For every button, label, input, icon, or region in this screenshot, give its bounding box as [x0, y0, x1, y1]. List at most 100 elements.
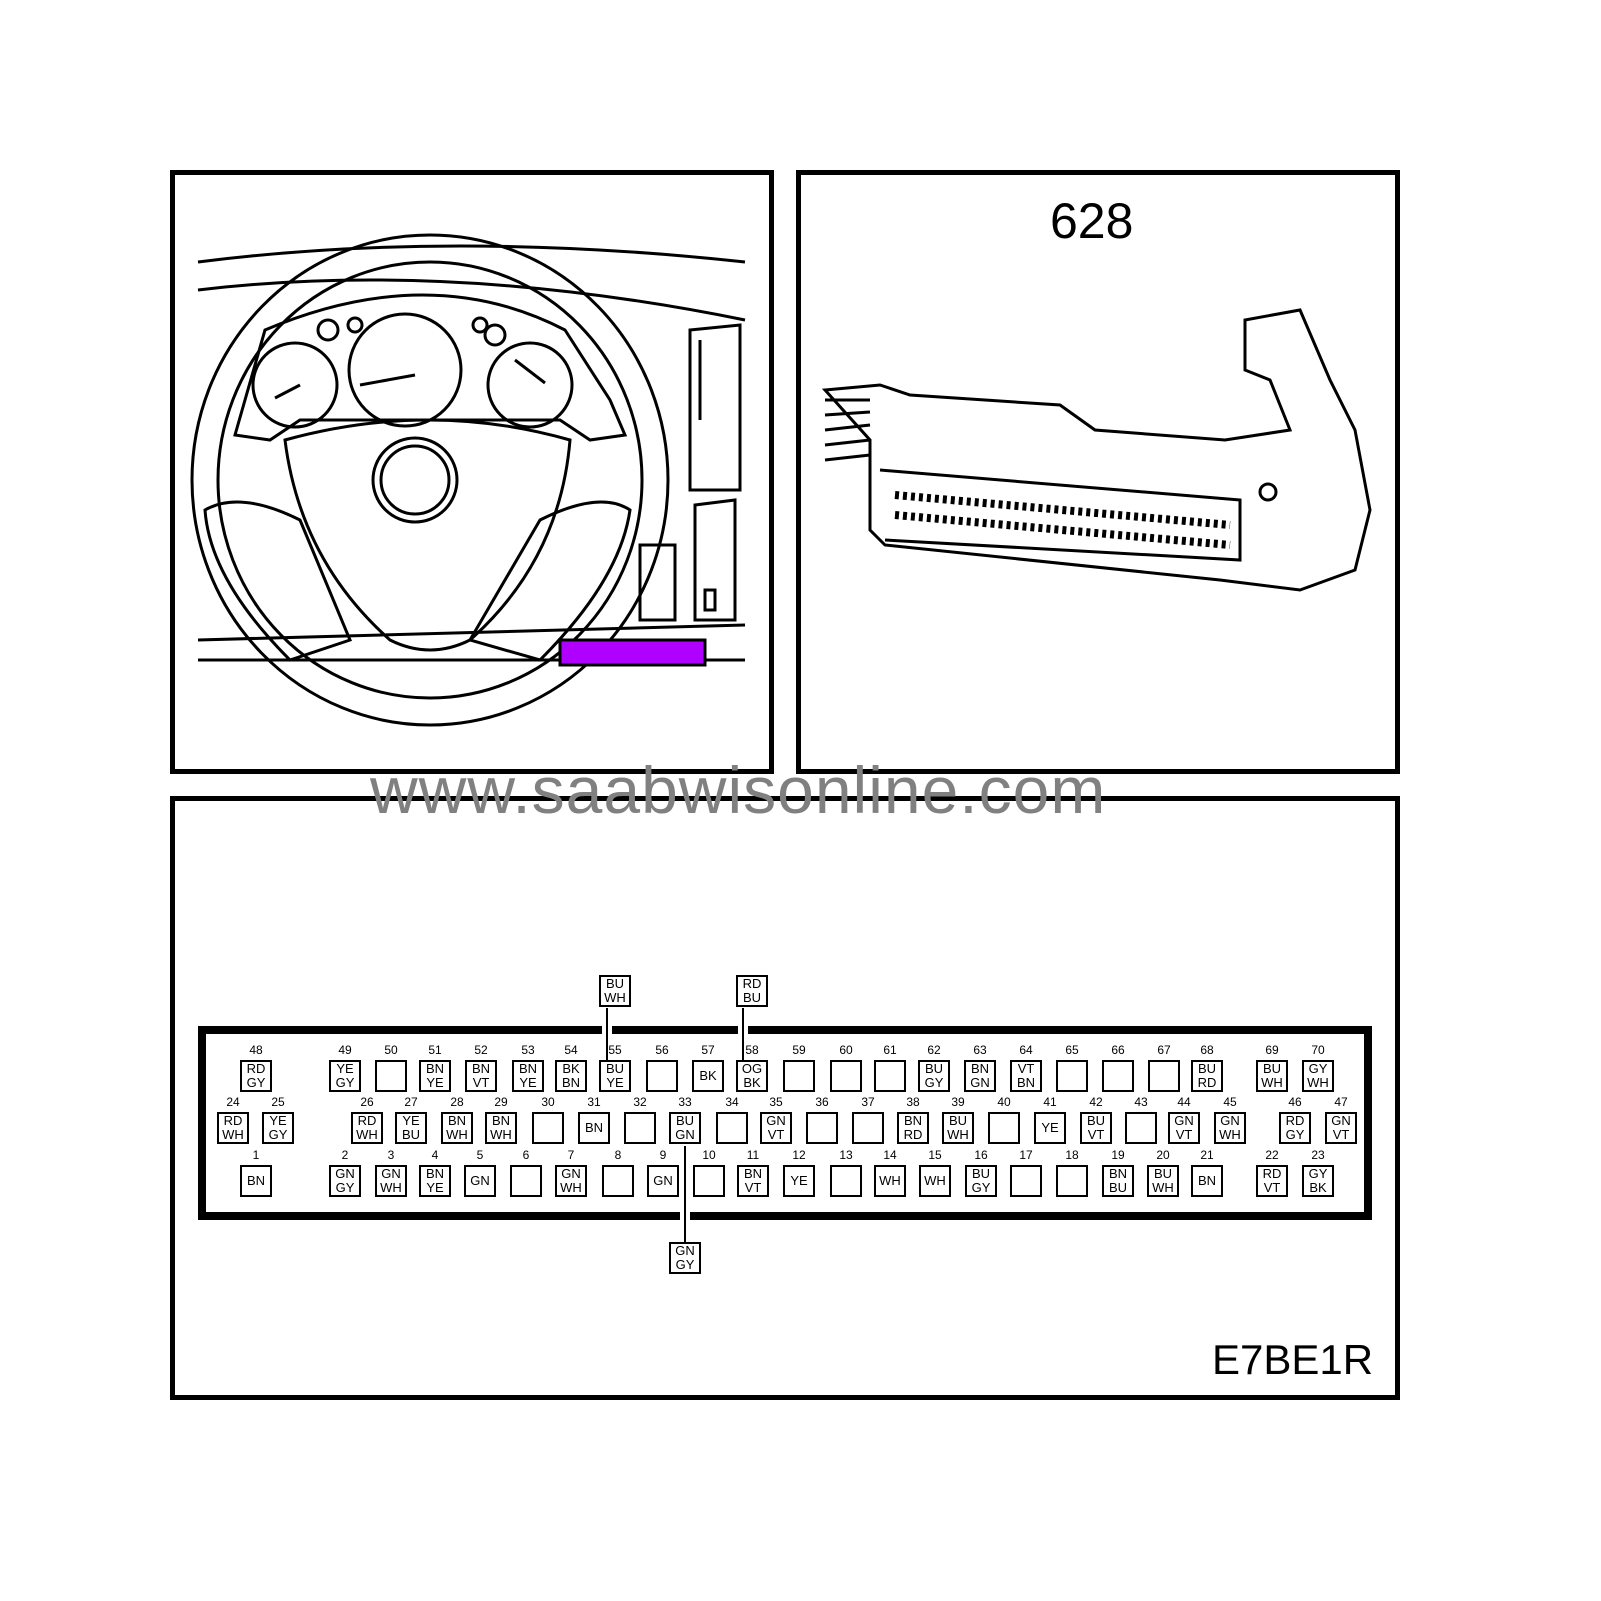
pin-number: 67: [1157, 1043, 1171, 1057]
pin-number: 33: [678, 1095, 692, 1109]
wire-color: BN: [743, 1166, 763, 1181]
wire-color: VT: [1263, 1180, 1281, 1195]
pin-17: [1010, 1165, 1042, 1197]
wire-color: WH: [446, 1127, 468, 1142]
pin-number: 34: [725, 1095, 739, 1109]
wire-color: RD: [1262, 1166, 1282, 1181]
pin-number: 60: [839, 1043, 853, 1057]
wire-color: OG: [741, 1061, 763, 1076]
pin-12: YE: [783, 1165, 815, 1197]
wire-color: WH: [1307, 1075, 1329, 1090]
pin-number: 35: [769, 1095, 783, 1109]
wire-color: WH: [1219, 1127, 1241, 1142]
pin-number: 1: [252, 1148, 260, 1162]
pin-30: [532, 1112, 564, 1144]
pin-number: 4: [431, 1148, 439, 1162]
pin-8: [602, 1165, 634, 1197]
module-location-highlight: [558, 638, 707, 667]
wire-color: BU: [605, 1061, 625, 1076]
wire-color: BU: [401, 1127, 421, 1142]
dashboard-location-panel: [170, 170, 774, 774]
pin-number: 53: [521, 1043, 535, 1057]
pin-number: 31: [587, 1095, 601, 1109]
pin-number: 40: [997, 1095, 1011, 1109]
pin-number: 47: [1334, 1095, 1348, 1109]
pin-number: 26: [360, 1095, 374, 1109]
wire-color: BN: [471, 1061, 491, 1076]
pin-14: WH: [874, 1165, 906, 1197]
wire-color: BU: [605, 976, 625, 991]
wire-color: RD: [742, 976, 762, 991]
wire-color: BN: [1197, 1173, 1217, 1188]
pin-number: 48: [249, 1043, 263, 1057]
pin-number: 64: [1019, 1043, 1033, 1057]
pin-number: 25: [271, 1095, 285, 1109]
pin-number: 30: [541, 1095, 555, 1109]
pin-number: 13: [839, 1148, 853, 1162]
wire-color: BN: [1016, 1075, 1036, 1090]
wire-color: WH: [924, 1173, 946, 1188]
wire-color: WH: [1152, 1180, 1174, 1195]
watermark: www.saabwisonline.com: [370, 753, 1107, 827]
pin-1: BN: [240, 1165, 272, 1197]
pin-number: 51: [428, 1043, 442, 1057]
wire-color: VT: [1175, 1127, 1193, 1142]
wire-color: YE: [336, 1061, 354, 1076]
pin-37: [852, 1112, 884, 1144]
pin-number: 18: [1065, 1148, 1079, 1162]
wire-color: BU: [742, 990, 762, 1005]
pin-number: 3: [387, 1148, 395, 1162]
pin-number: 56: [655, 1043, 669, 1057]
wire-color: YE: [519, 1075, 537, 1090]
pin-number: 41: [1043, 1095, 1057, 1109]
pin-number: 16: [974, 1148, 988, 1162]
pin-number: 14: [883, 1148, 897, 1162]
pin-57: BK: [692, 1060, 724, 1092]
wire-color: YE: [790, 1173, 808, 1188]
pin-56: [646, 1060, 678, 1092]
pin-59: [783, 1060, 815, 1092]
wire-color: BN: [903, 1113, 923, 1128]
wire-color: BU: [1086, 1113, 1106, 1128]
pin-number: 68: [1200, 1043, 1214, 1057]
pin-number: 50: [384, 1043, 398, 1057]
pin-number: 46: [1288, 1095, 1302, 1109]
wire-color: BK: [562, 1061, 580, 1076]
control-module-illustration: [821, 308, 1372, 592]
pin-5: GN: [464, 1165, 496, 1197]
wire-color: BN: [425, 1061, 445, 1076]
pin-60: [830, 1060, 862, 1092]
pin-number: 21: [1200, 1148, 1214, 1162]
pin-number: 36: [815, 1095, 829, 1109]
pin-number: 54: [564, 1043, 578, 1057]
pin-number: 15: [928, 1148, 942, 1162]
wire-color: BU: [1262, 1061, 1282, 1076]
pin-34: [716, 1112, 748, 1144]
pin-40: [988, 1112, 1020, 1144]
pin-number: 29: [494, 1095, 508, 1109]
pin-number: 7: [567, 1148, 575, 1162]
wire-color: VT: [744, 1180, 762, 1195]
wire-color: WH: [380, 1180, 402, 1195]
wire-color: YE: [426, 1180, 444, 1195]
pin-number: 10: [702, 1148, 716, 1162]
wire-color: RD: [246, 1061, 266, 1076]
connector-outline: [198, 1026, 1372, 1220]
wire-color: GN: [1220, 1113, 1240, 1128]
pin-65: [1056, 1060, 1088, 1092]
